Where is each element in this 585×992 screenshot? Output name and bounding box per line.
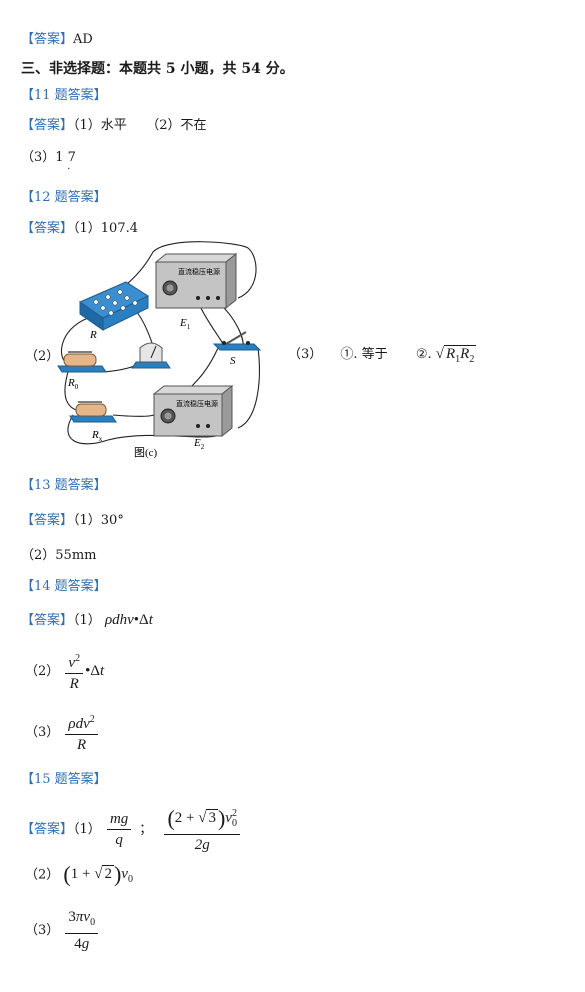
q12-answer-1: 【答案】（1）107.4 [21, 217, 138, 236]
sqrt-r1r2: √R1R2 [435, 345, 477, 365]
q15-heading: 【15 题答案】 [21, 772, 107, 787]
formula-rho-dhv-dt: ρdhv•Δt [104, 612, 153, 628]
part-label: （2） [25, 664, 60, 679]
section-heading: 三、非选择题：本题共 5 小题，共 54 分。 [21, 61, 294, 77]
q13-heading: 【13 题答案】 [21, 478, 107, 493]
label-E1: E1 [179, 317, 191, 331]
label-R0: R0 [67, 377, 79, 391]
q15-answer-2: （2） (1 + √2)v0 [25, 862, 133, 888]
answer-text: AD [73, 32, 93, 47]
label-Rx: Rx [91, 429, 103, 443]
part-label: （3） [25, 725, 60, 740]
q12-answer-3: （3） ①. 等于 ②. √R1R2 [288, 343, 477, 365]
rheostat-R0 [57, 351, 107, 373]
wire [67, 414, 217, 445]
answer-bracket: 【答案】 [21, 221, 74, 236]
power-supply-E2 [152, 384, 234, 438]
answer-text: （1）107.4 [73, 221, 139, 236]
part-label: （2） [25, 867, 60, 883]
part-label: （1） [73, 613, 101, 628]
q13-answer-1: 【答案】（1）30° [21, 509, 124, 528]
answer-bracket: 【答案】 [21, 513, 74, 528]
q14-answer-1: 【答案】（1） ρdhv•Δt [21, 609, 153, 629]
q11-answer-1: 【答案】（1）水平 （2）不在 [21, 114, 207, 133]
label-S: S [230, 355, 236, 367]
q12-heading: 【12 题答案】 [21, 190, 107, 205]
q11-heading: 【11 题答案】 [21, 88, 107, 103]
switch-S [212, 331, 262, 351]
wire [217, 301, 244, 347]
q11-answer-3: （3）1 7· [21, 146, 76, 175]
resistance-box [78, 281, 150, 331]
option-2: ②. [415, 347, 432, 362]
rheostat-Rx [69, 401, 117, 423]
part-label: （3） [288, 347, 323, 362]
power-supply-E1 [154, 252, 238, 310]
answer-bracket: 【答案】 [21, 822, 74, 837]
answer-text: （1）水平 （2）不在 [73, 118, 207, 133]
figure-caption: 图(c) [134, 446, 158, 459]
answer-bracket: 【答案】 [21, 32, 74, 47]
q12-part2-label: （2） [25, 349, 60, 364]
circuit-figure: R 直流稳压电源 E1 S R0 Rx [57, 241, 262, 459]
part-label: （1） [73, 822, 101, 837]
prev-answer: 【答案】AD [21, 28, 93, 47]
label-R: R [89, 329, 97, 341]
repeating-decimal: 1 7· [55, 150, 76, 175]
galvanometer [131, 342, 171, 369]
answer-bracket: 【答案】 [21, 613, 74, 628]
q14-heading: 【14 题答案】 [21, 579, 107, 594]
option-1: ①. 等于 [340, 347, 388, 362]
q13-answer-2: （2）55mm [21, 548, 97, 563]
answer-bracket: 【答案】 [21, 118, 74, 133]
wire [237, 347, 260, 429]
formula-1-plus-sqrt2-v0: (1 + √2)v0 [63, 862, 133, 887]
psu-label: 直流稳压电源 [178, 267, 220, 276]
wire [187, 347, 219, 391]
part-label: （3） [21, 150, 56, 165]
answer-text: （1）30° [73, 513, 124, 528]
label-E2: E2 [193, 437, 205, 451]
wire [107, 241, 257, 301]
psu-label-2: 直流稳压电源 [176, 399, 218, 408]
part-label: （3） [25, 923, 60, 938]
